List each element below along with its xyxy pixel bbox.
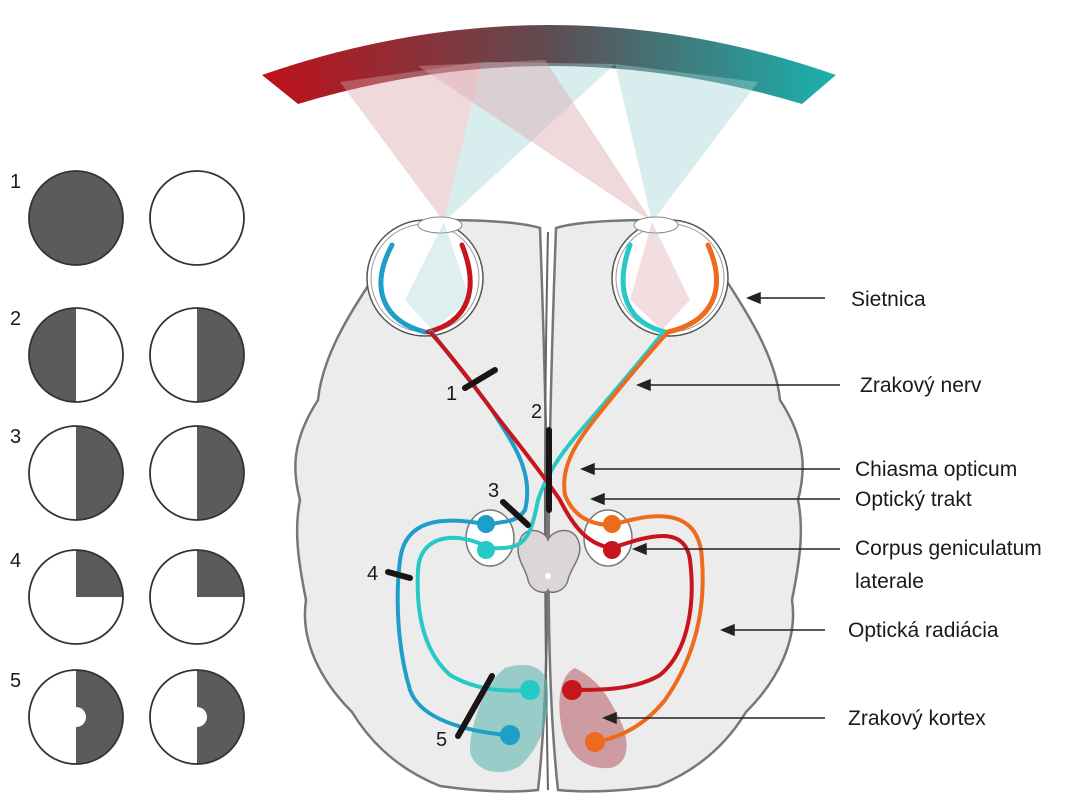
lesion-number-2: 2 [531,401,542,423]
label-zrakovy-nerv: Zrakový nerv [860,374,982,397]
lgn-right-orange-dot [603,515,621,533]
field-circle-right-2 [150,308,244,402]
label-sietnica: Sietnica [851,288,926,311]
cortex-blue-dot [500,725,520,745]
field-row-number-5: 5 [10,670,21,692]
lesion-number-5: 5 [436,729,447,751]
visual-field-defects: 1 2 3 4 5 [10,171,244,764]
lesion-number-1: 1 [446,383,457,405]
field-circle-right-1 [150,171,244,265]
lgn-left-blue-dot [477,515,495,533]
field-circle-left-4 [29,550,123,644]
field-row-number-2: 2 [10,308,21,330]
lgn-right-red-dot [603,541,621,559]
lgn-left-cyan-dot [477,541,495,559]
field-circle-right-4 [150,550,244,644]
field-circle-left-1 [29,171,123,265]
label-laterale: laterale [855,570,924,593]
cortex-red-dot [562,680,582,700]
lesion-number-3: 3 [488,480,499,502]
label-chiasma-opticum: Chiasma opticum [855,458,1017,481]
field-circle-left-5 [29,670,123,764]
label-corpus-geniculatum: Corpus geniculatum [855,537,1042,560]
label-opticka-radiacia: Optická radiácia [848,619,999,642]
field-circle-left-2 [29,308,123,402]
field-circle-right-3 [150,426,244,520]
lesion-number-4: 4 [367,563,378,585]
label-opticky-trakt: Optický trakt [855,488,972,511]
field-row-number-4: 4 [10,550,21,572]
field-row-number-3: 3 [10,426,21,448]
field-circle-right-5 [150,670,244,764]
label-zrakovy-kortex: Zrakový kortex [848,707,986,730]
field-circle-left-3 [29,426,123,520]
cortex-cyan-dot [520,680,540,700]
field-row-number-1: 1 [10,171,21,193]
cortex-orange-dot [585,732,605,752]
light-cones [340,60,758,222]
